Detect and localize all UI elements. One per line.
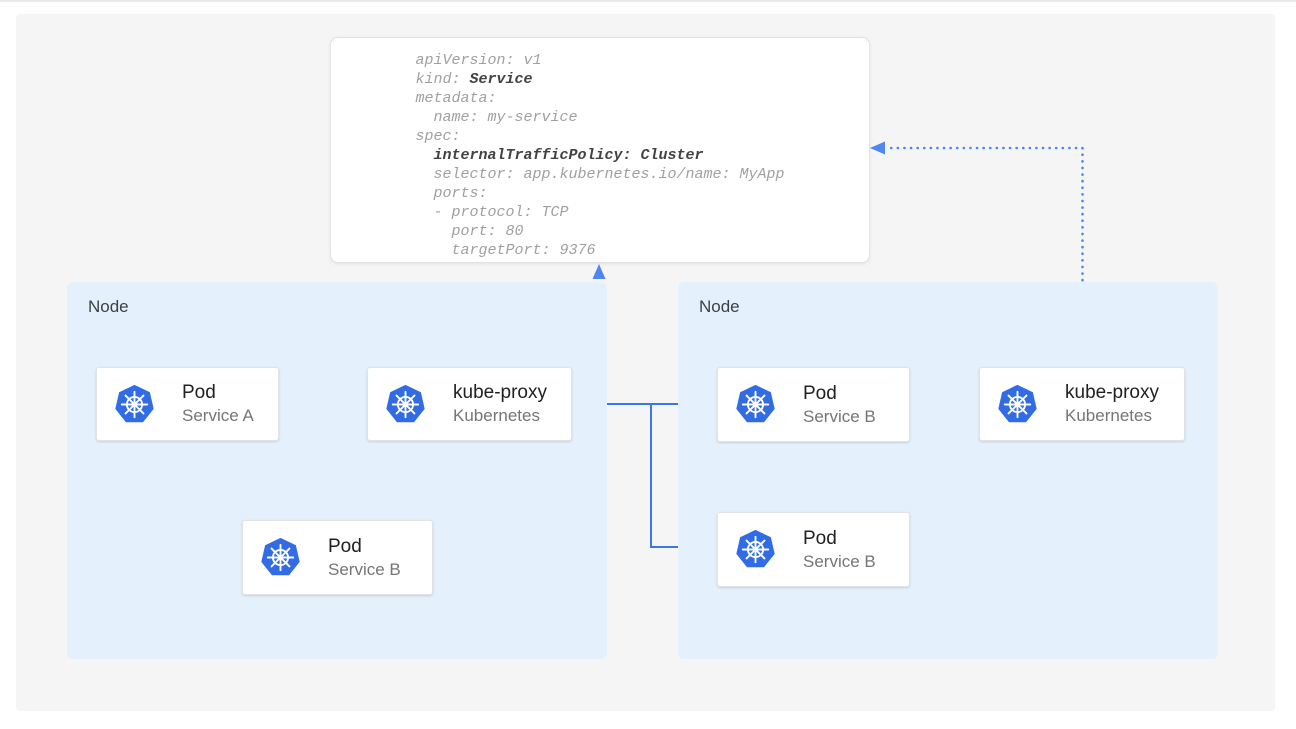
yaml-line: selector: app.kubernetes.io/name: MyApp <box>415 166 785 183</box>
top-border <box>0 0 1296 2</box>
card-subtitle: Kubernetes <box>1065 406 1152 425</box>
yaml-line: name: my-service <box>415 109 578 126</box>
kubernetes-icon <box>735 384 776 425</box>
yaml-line: apiVersion: v1 <box>415 52 542 69</box>
yaml-line: port: 80 <box>415 223 524 240</box>
card-pod-service-a: Pod Service A <box>96 367 279 441</box>
yaml-code: apiVersion: v1 kind: Service metadata: n… <box>415 51 784 262</box>
yaml-line: internalTrafficPolicy: Cluster <box>433 147 704 164</box>
node-label: Node <box>88 297 129 316</box>
yaml-config-panel: apiVersion: v1 kind: Service metadata: n… <box>330 37 870 263</box>
card-pod-service-b-right-top: Pod Service B <box>717 367 910 442</box>
card-title: kube-proxy <box>453 382 547 403</box>
kubernetes-icon <box>997 384 1038 425</box>
yaml-line: targetPort: 9376 <box>415 242 596 259</box>
yaml-line: metadata: <box>415 90 497 107</box>
yaml-line: spec: <box>415 128 461 145</box>
card-subtitle: Kubernetes <box>453 406 540 425</box>
kubernetes-icon <box>260 537 301 578</box>
card-pod-service-b-right-bottom: Pod Service B <box>717 512 910 587</box>
card-title: kube-proxy <box>1065 382 1159 403</box>
node-right: Node <box>678 282 1218 659</box>
card-subtitle: Service B <box>803 551 876 571</box>
card-title: Pod <box>182 382 216 403</box>
card-title: Pod <box>328 535 362 557</box>
node-label: Node <box>699 297 740 316</box>
card-subtitle: Service B <box>803 406 876 426</box>
node-left: Node <box>67 282 607 659</box>
card-kube-proxy-left: kube-proxy Kubernetes <box>367 367 572 441</box>
card-subtitle: Service B <box>328 559 401 579</box>
yaml-line: ports: <box>415 185 488 202</box>
card-kube-proxy-right: kube-proxy Kubernetes <box>979 367 1185 441</box>
kubernetes-icon <box>735 529 776 570</box>
yaml-line: - protocol: TCP <box>415 204 569 221</box>
card-title: Pod <box>803 527 837 549</box>
card-subtitle: Service A <box>182 406 254 425</box>
yaml-line: kind: Service <box>415 71 533 88</box>
kubernetes-icon <box>385 384 426 425</box>
kubernetes-icon <box>114 384 155 425</box>
card-title: Pod <box>803 382 837 404</box>
card-pod-service-b-left: Pod Service B <box>242 520 433 595</box>
